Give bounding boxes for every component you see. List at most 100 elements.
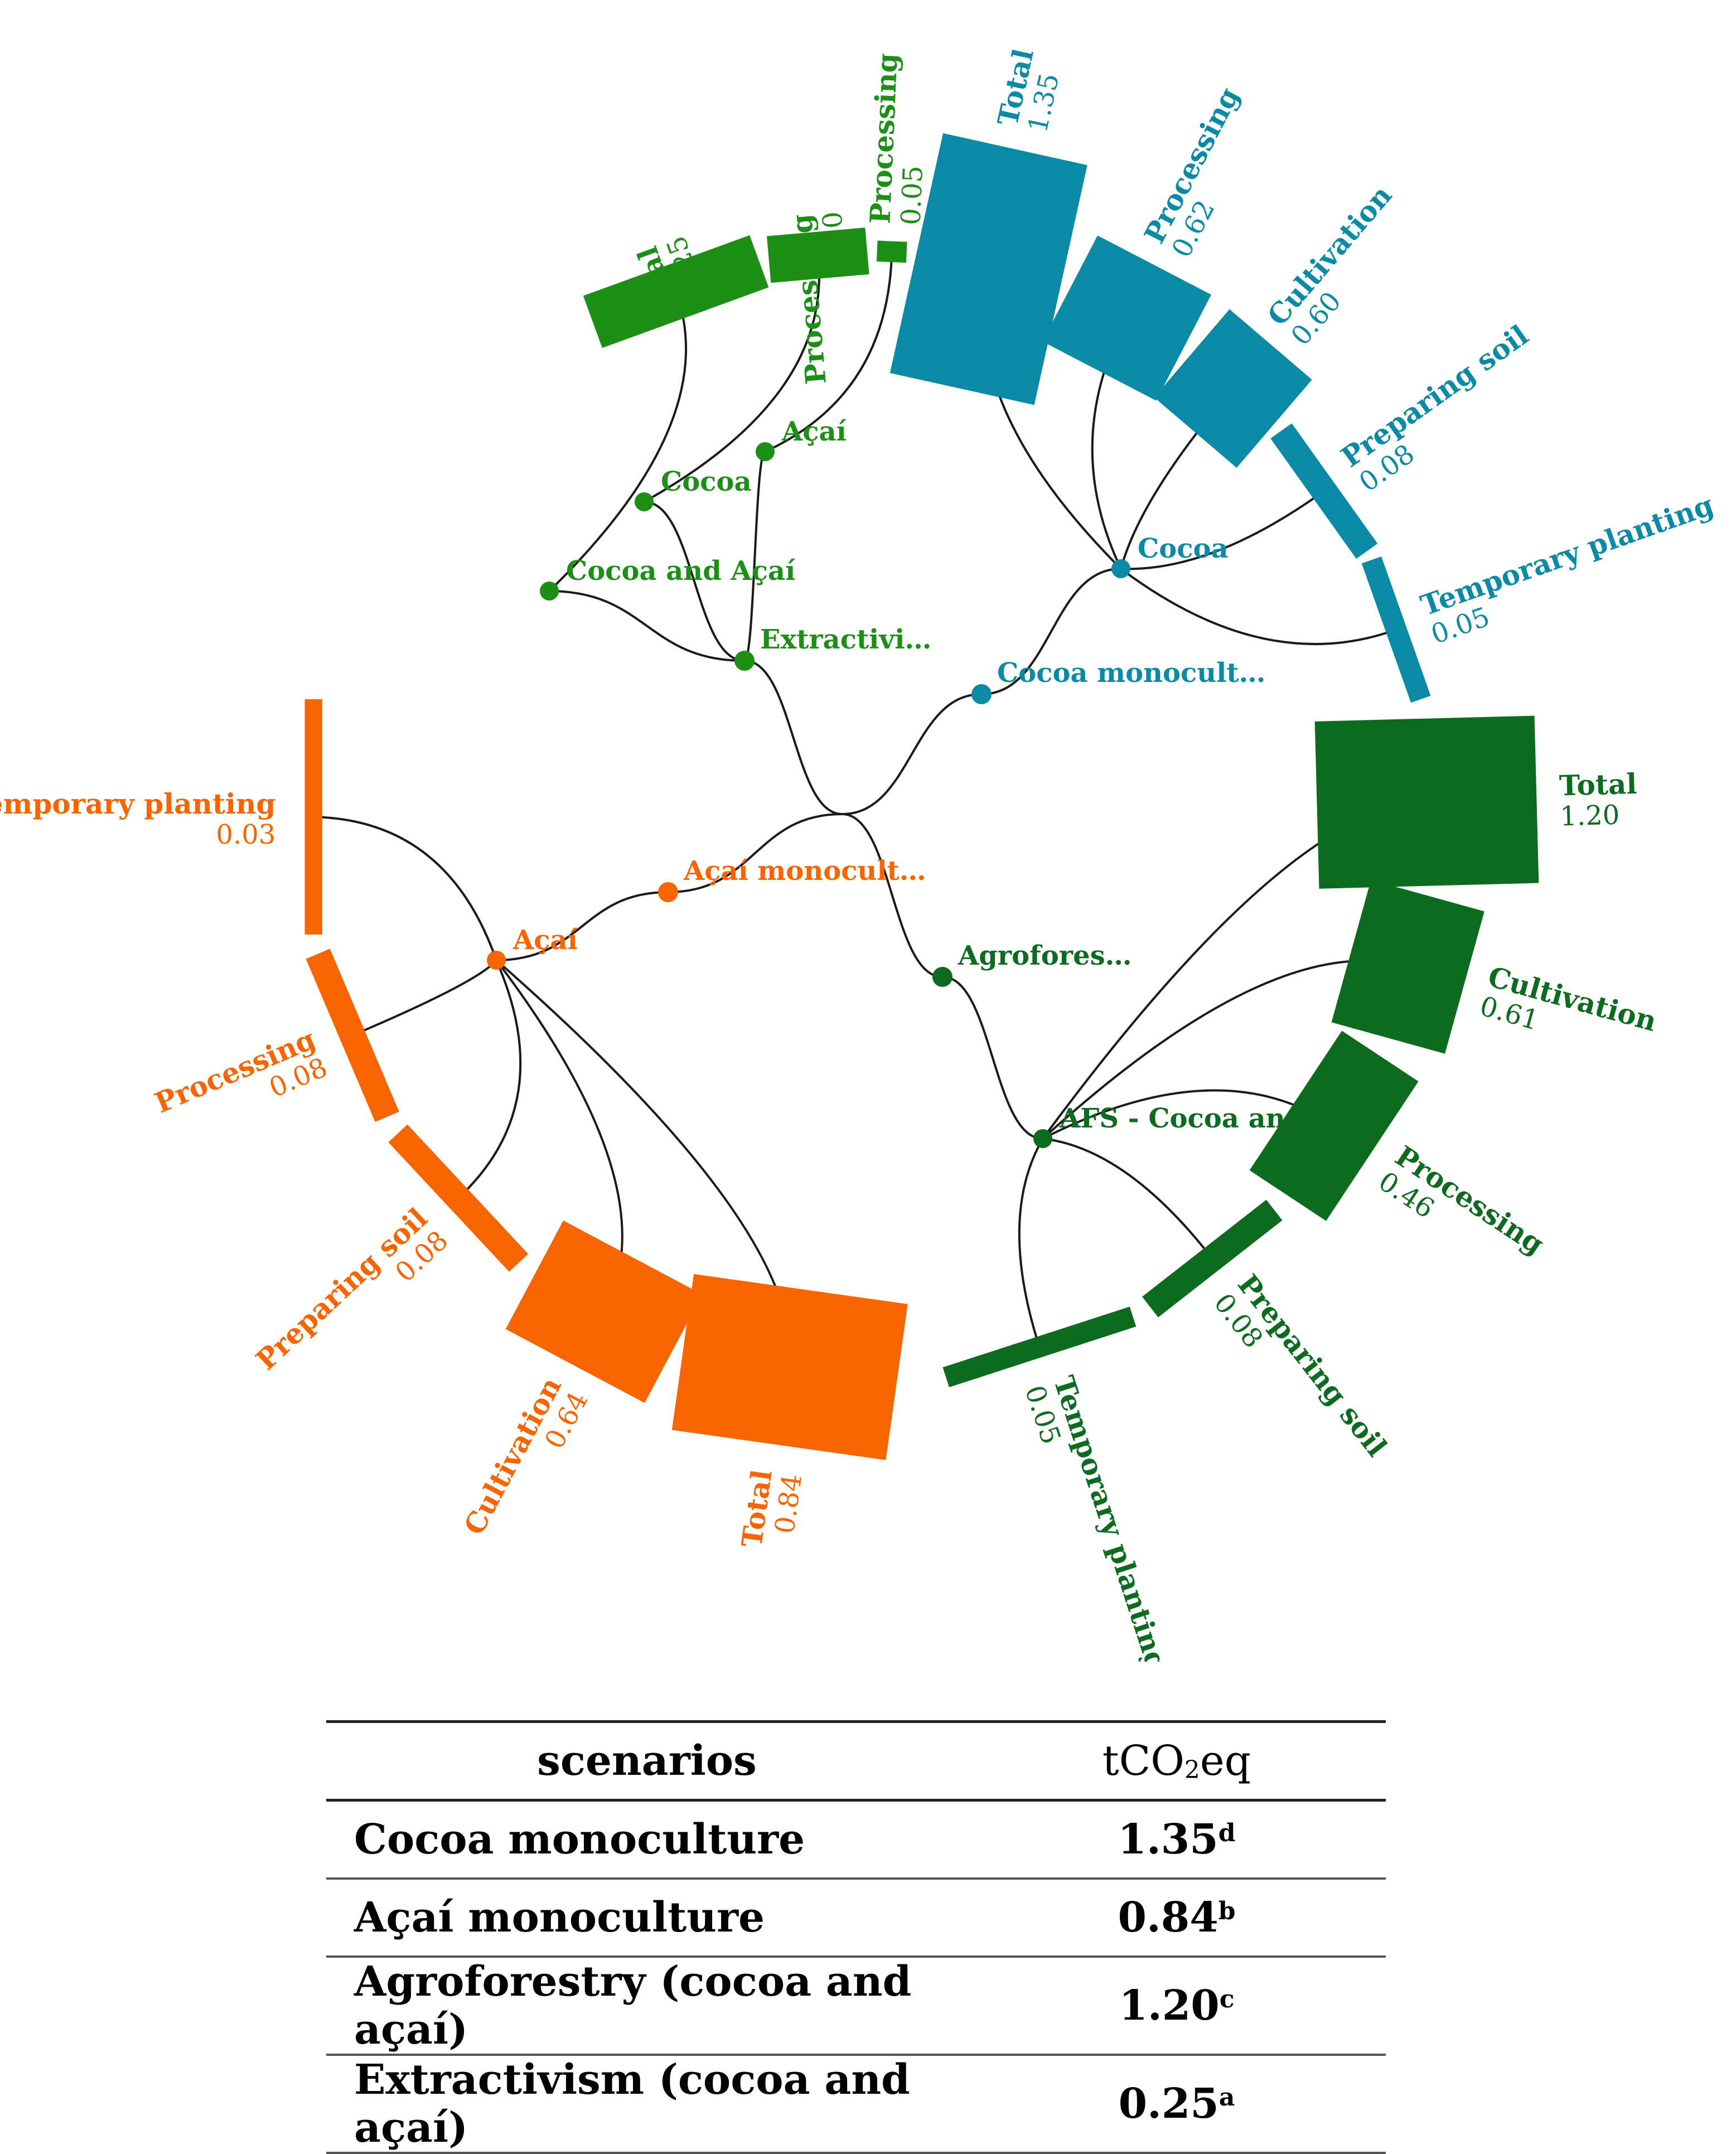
segment-name: Temporary planting <box>1416 488 1718 622</box>
segment-name: Total <box>1559 767 1637 802</box>
table-row: Agroforestry (cocoa and açaí) 1.20c <box>326 1957 1386 2055</box>
link-extractivism-processing <box>644 259 820 503</box>
link-agroforestry <box>842 813 943 978</box>
segment-cocoa-mono-temporary-planting <box>1361 556 1431 703</box>
segment-value: 0.05 <box>895 165 929 226</box>
scenario-cell: Agroforestry (cocoa and açaí) <box>354 1958 912 2054</box>
link-cocoa-mono-temporary-planting <box>1120 568 1395 646</box>
segment-agroforestry-temporary-planting <box>942 1306 1137 1387</box>
segment-cocoa-mono-total <box>889 133 1087 405</box>
segment-acai-mono-cultivation <box>505 1220 703 1403</box>
value-cell: 1.35d <box>1118 1816 1236 1863</box>
segment-agroforestry-total <box>1314 715 1539 889</box>
table-row: Açaí monoculture 0.84b <box>326 1879 1386 1957</box>
crop-node-cocoa <box>1111 559 1130 578</box>
segment-name: Temporary planting <box>1047 1372 1174 1662</box>
ring-segments <box>304 133 1539 1460</box>
results-table: scenarios tCO2eq Cocoa monoculture 1.35d… <box>326 1720 1386 2154</box>
link-cocoa-mono-preparing-soil <box>1120 491 1323 570</box>
crop-node-label: Açaí <box>512 924 578 956</box>
segment-acai-mono-preparing-soil <box>388 1124 529 1272</box>
segment-value: 0.03 <box>216 819 275 850</box>
segment-name: Processing <box>863 52 903 224</box>
link-agroforestry-temporary-planting <box>1018 1137 1044 1349</box>
segment-agroforestry-cultivation <box>1331 880 1484 1054</box>
table-row: Cocoa monoculture 1.35d <box>326 1800 1386 1879</box>
crop-node-cocoa <box>635 492 654 511</box>
header-scenarios: scenarios <box>537 1737 757 1785</box>
scenario-node-label: Extractivi… <box>760 624 932 655</box>
table-header-row: scenarios tCO2eq <box>326 1721 1386 1800</box>
segment-cocoa-mono-cultivation <box>1154 309 1312 468</box>
crop-node-label: Cocoa and Açaí <box>566 555 795 587</box>
link-agroforestry-crop <box>942 976 1043 1140</box>
segment-extractivism-total <box>583 235 769 348</box>
link-agroforestry-preparing-soil <box>1042 1137 1213 1258</box>
crop-node-afs-cocoa-and-acai <box>1033 1129 1052 1148</box>
crop-node-acai <box>756 442 775 461</box>
segment-name: Cultivation <box>457 1372 568 1540</box>
link-extractivism-crop <box>549 590 745 662</box>
scenario-node-acai-mono <box>658 882 678 902</box>
crop-node-acai <box>487 951 506 970</box>
link-cocoa-mono <box>842 693 982 815</box>
link-extractivism-crop <box>743 451 766 662</box>
segment-extractivism-processing <box>876 240 907 263</box>
link-acai-mono-temporary-planting <box>307 816 497 961</box>
link-extractivism-crop <box>644 501 745 662</box>
link-cocoa-mono-crop <box>981 568 1121 695</box>
link-acai-mono <box>668 813 843 893</box>
segment-agroforestry-processing <box>1249 1030 1419 1221</box>
link-extractivism-total <box>548 291 688 592</box>
segment-name: Preparing soil <box>249 1202 433 1377</box>
scenario-node-extractivism <box>734 651 755 671</box>
link-acai-mono-preparing-soil <box>457 960 522 1199</box>
segment-extractivism-processing <box>767 227 869 283</box>
value-cell: 0.25a <box>1118 2080 1235 2128</box>
scenario-node-label: Cocoa monocult… <box>997 657 1266 689</box>
crop-node-label: Açaí <box>781 416 847 447</box>
crop-node-cocoa-and-acai <box>540 582 559 601</box>
scenario-node-label: Açaí monocult… <box>683 855 926 887</box>
scenario-node-cocoa-mono <box>971 684 992 704</box>
crop-node-label: AFS - Cocoa and Açaí <box>1059 1103 1378 1134</box>
scenario-node-label: Agrofores… <box>958 940 1132 971</box>
crop-node-label: Cocoa <box>1138 533 1229 564</box>
scenario-cell: Cocoa monoculture <box>354 1816 805 1863</box>
header-unit: tCO2eq <box>1102 1737 1251 1785</box>
segment-name: Preparing soil <box>1335 318 1534 473</box>
scenario-node-agroforestry <box>932 967 952 987</box>
value-cell: 1.20c <box>1119 1982 1235 2030</box>
segment-name: Preparing soil <box>1231 1268 1394 1463</box>
segment-value: 0.20 <box>816 210 853 272</box>
link-extractivism-processing <box>765 258 893 453</box>
segment-acai-mono-total <box>671 1274 908 1460</box>
link-acai-mono-crop <box>496 891 669 961</box>
scenario-cell: Extractivism (cocoa and açaí) <box>354 2056 910 2152</box>
scenario-cell: Açaí monoculture <box>354 1894 765 1942</box>
segment-acai-mono-processing <box>306 948 399 1122</box>
segment-name: Temporary planting <box>0 787 275 820</box>
crop-node-label: Cocoa <box>661 466 752 497</box>
link-extractivism <box>744 660 843 815</box>
segment-value: 1.20 <box>1560 800 1620 832</box>
table-row: Extractivism (cocoa and açaí) 0.25a <box>326 2055 1386 2153</box>
